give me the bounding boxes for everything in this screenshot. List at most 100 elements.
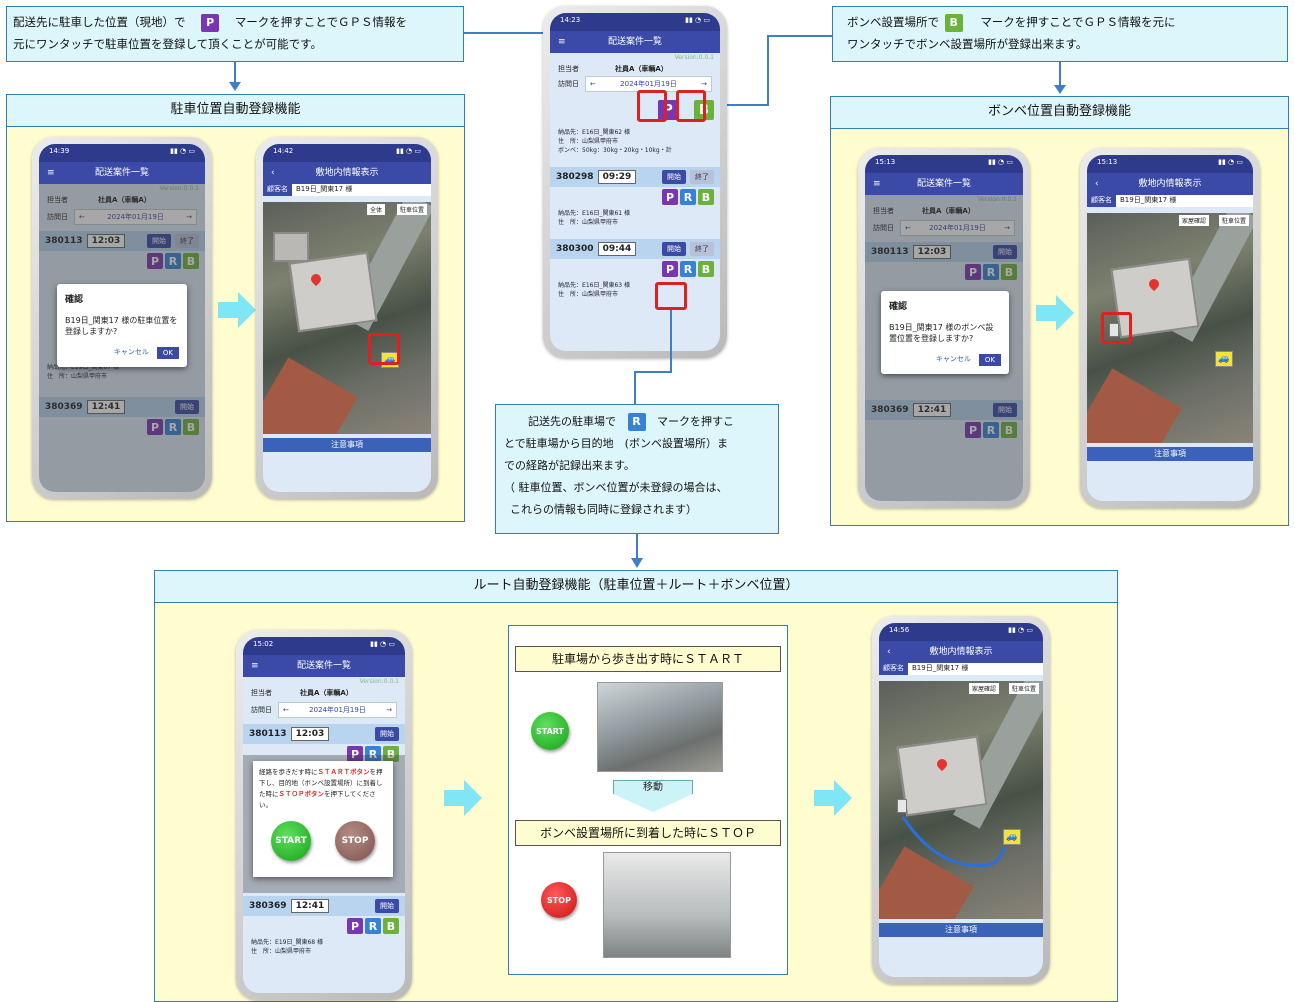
stop-route-button[interactable]: STOP: [541, 882, 577, 918]
callout-text: 元にワンタッチで駐車位置を登録して頂くことが可能です。: [13, 37, 323, 51]
r-key-icon[interactable]: R: [365, 918, 381, 934]
start-button[interactable]: 開始: [147, 234, 171, 248]
back-icon[interactable]: ‹: [1095, 179, 1099, 189]
start-route-button[interactable]: START: [531, 712, 569, 750]
r-key-icon[interactable]: R: [680, 189, 696, 205]
attention-bar[interactable]: 注意事項: [879, 923, 1043, 937]
staff-label: 担当者: [873, 207, 894, 215]
address-value: 山梨県甲府市: [582, 291, 619, 298]
panel-title: ルート自動登録機能（駐車位置＋ルート＋ボンベ位置）: [155, 571, 1117, 603]
ok-button[interactable]: OK: [156, 347, 179, 359]
back-icon[interactable]: ‹: [887, 647, 891, 657]
staff-value: 社員A（車輌A）: [300, 689, 353, 697]
dialog-message: B19日_関東17 様の駐車位置を登録しますか?: [65, 316, 178, 336]
stop-route-button[interactable]: STOP: [335, 821, 375, 861]
start-button[interactable]: 開始: [662, 170, 686, 184]
arrow-down-icon: [631, 558, 643, 568]
panel-title: ボンベ位置自動登録機能: [831, 97, 1288, 129]
next-date-icon[interactable]: →: [386, 706, 392, 714]
p-key-icon[interactable]: P: [662, 189, 678, 205]
highlight-car-box: [368, 333, 400, 365]
date-value[interactable]: 2024年01月19日: [309, 706, 366, 714]
start-button[interactable]: 開始: [662, 242, 686, 256]
r-key-icon[interactable]: R: [680, 261, 696, 277]
highlight-cylinder-box: [1101, 312, 1132, 344]
p-key-icon[interactable]: P: [147, 419, 163, 435]
start-button[interactable]: 開始: [375, 727, 399, 741]
p-key-icon[interactable]: P: [347, 746, 363, 762]
cylinder-icon: [897, 799, 907, 813]
address-value: 山梨県甲府市: [582, 219, 619, 226]
satellite-map[interactable]: 🚙 駐車位置 家屋確認: [1087, 213, 1253, 443]
menu-icon[interactable]: ≡: [873, 179, 881, 189]
start-route-button[interactable]: START: [271, 821, 311, 861]
b-key-icon[interactable]: B: [383, 746, 399, 762]
attention-bar[interactable]: 注意事項: [263, 438, 431, 452]
b-key-icon[interactable]: B: [183, 419, 199, 435]
p-key-icon: P: [201, 13, 220, 32]
attention-bar[interactable]: 注意事項: [1087, 447, 1253, 461]
order-id: 380298: [556, 172, 594, 182]
staff-value: 社員A（車輌A）: [615, 65, 668, 73]
car-icon: 🚙: [1215, 351, 1233, 367]
b-key-icon[interactable]: B: [698, 189, 714, 205]
parking-key-button[interactable]: P: [658, 100, 678, 120]
callout-text: マークを押すことでＧＰＳ情報を元に: [980, 15, 1176, 29]
highlight-r-box: [655, 282, 687, 310]
dialog-message: B19日_関東17 様のボンベ設置位置を登録しますか?: [889, 323, 994, 343]
end-button[interactable]: 終了: [690, 242, 714, 256]
satellite-map[interactable]: 🚙 駐車位置 全体: [263, 202, 431, 434]
move-arrow-icon: [613, 794, 693, 812]
next-date-icon[interactable]: →: [701, 80, 707, 88]
start-button[interactable]: 開始: [993, 403, 1017, 417]
prev-date-icon[interactable]: ←: [590, 80, 596, 88]
status-time: 14:23: [560, 16, 581, 24]
b-key-icon[interactable]: B: [1001, 422, 1017, 438]
b-key-icon[interactable]: B: [1001, 264, 1017, 280]
p-key-icon[interactable]: P: [662, 261, 678, 277]
ok-button[interactable]: OK: [978, 354, 1001, 366]
b-key-icon[interactable]: B: [383, 918, 399, 934]
callout-text: マークを押すこ: [657, 415, 734, 428]
move-label: 移動: [613, 780, 693, 794]
p-key-icon[interactable]: P: [965, 422, 981, 438]
signal-icon: ▮▮ ◔ ▭: [370, 640, 395, 648]
date-value[interactable]: 2024年01月19日: [107, 213, 164, 221]
end-button[interactable]: 終了: [690, 170, 714, 184]
cancel-button[interactable]: キャンセル: [113, 348, 149, 356]
start-button[interactable]: 開始: [175, 400, 199, 414]
back-icon[interactable]: ‹: [271, 168, 275, 178]
satellite-map[interactable]: 🚙 駐車位置 家屋確認: [879, 681, 1043, 919]
cancel-button[interactable]: キャンセル: [935, 355, 971, 363]
r-key-icon[interactable]: R: [165, 419, 181, 435]
r-key-icon[interactable]: R: [983, 264, 999, 280]
highlight-b-box: [676, 90, 706, 122]
menu-icon[interactable]: ≡: [251, 661, 259, 671]
b-key-icon[interactable]: B: [698, 261, 714, 277]
route-callout: 記送先の駐車場で R マークを押すこ とで駐車場から目的地 (ボンベ設置場所）ま…: [495, 404, 779, 534]
p-key-icon[interactable]: P: [147, 253, 163, 269]
p-key-icon[interactable]: P: [965, 264, 981, 280]
r-key-icon[interactable]: R: [365, 746, 381, 762]
prev-date-icon[interactable]: ←: [283, 706, 289, 714]
menu-icon[interactable]: ≡: [47, 168, 55, 178]
order-time: 12:41: [86, 400, 126, 414]
menu-icon[interactable]: ≡: [558, 37, 566, 47]
parking-legend: 駐車位置: [1008, 683, 1039, 694]
r-key-icon[interactable]: R: [165, 253, 181, 269]
p-key-icon[interactable]: P: [347, 918, 363, 934]
r-key-icon[interactable]: R: [983, 422, 999, 438]
date-value[interactable]: 2024年01月19日: [620, 80, 677, 88]
date-value[interactable]: 2024年01月19日: [929, 224, 986, 232]
start-button[interactable]: 開始: [375, 899, 399, 913]
prev-date-icon[interactable]: ←: [905, 224, 911, 232]
prev-date-icon[interactable]: ←: [79, 213, 85, 221]
dest-value: E16日_関東63 様: [582, 282, 630, 289]
next-date-icon[interactable]: →: [186, 213, 192, 221]
b-key-icon[interactable]: B: [183, 253, 199, 269]
signal-icon: ▮▮ ◔ ▭: [1008, 626, 1033, 634]
next-date-icon[interactable]: →: [1004, 224, 1010, 232]
end-button[interactable]: 終了: [175, 234, 199, 248]
start-button[interactable]: 開始: [993, 245, 1017, 259]
